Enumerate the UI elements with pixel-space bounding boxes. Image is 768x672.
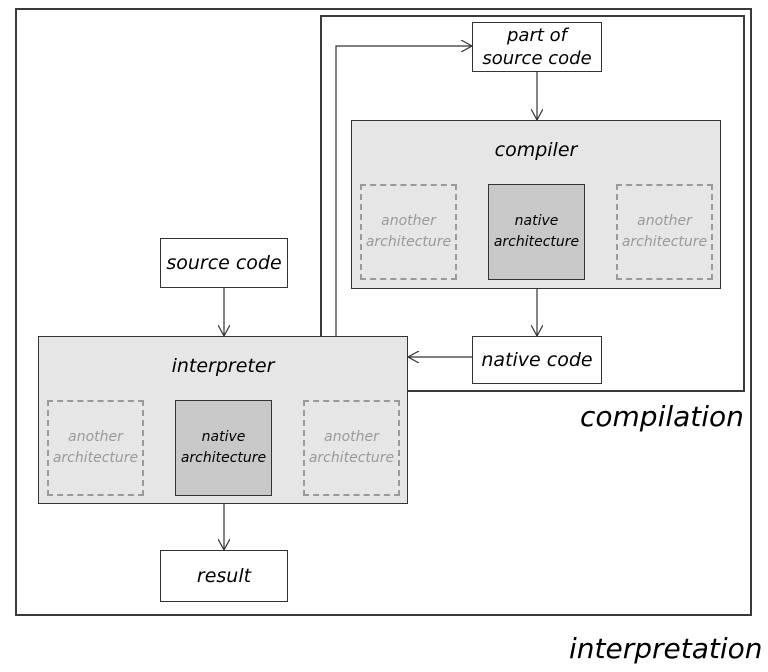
interpretation-caption: interpretation	[569, 632, 763, 665]
source-code-box: source code	[160, 238, 288, 288]
arch-line2: architecture	[180, 450, 267, 466]
compiler-title: compiler	[494, 139, 578, 161]
arch-line1: native	[201, 429, 246, 445]
arch-line2: architecture	[308, 450, 395, 466]
interpreter-title: interpreter	[171, 355, 275, 377]
compiler-arch-another-right: another architecture	[616, 184, 713, 280]
arch-line1: another	[381, 213, 436, 229]
compiler-arch-native: native architecture	[488, 184, 585, 280]
arch-line2: architecture	[621, 234, 708, 250]
interpreter-arch-another-right: another architecture	[303, 400, 400, 496]
native-code-label: native code	[481, 349, 593, 371]
arch-line2: architecture	[365, 234, 452, 250]
arch-line2: architecture	[52, 450, 139, 466]
native-code-box: native code	[472, 336, 602, 384]
interpreter-arch-another-left: another architecture	[47, 400, 144, 496]
result-label: result	[196, 565, 252, 587]
compiler-arch-another-left: another architecture	[360, 184, 457, 280]
interpretation-frame	[15, 8, 752, 616]
arrow-interpreter-to-part	[335, 46, 472, 336]
compilation-frame	[320, 15, 745, 392]
source-code-label: source code	[166, 252, 282, 274]
arch-line2: architecture	[493, 234, 580, 250]
interpreter-panel: interpreter another architecture native …	[38, 336, 408, 504]
part-of-source-code-box: part of source code	[472, 22, 602, 72]
part-of-label-line1: part of	[507, 25, 567, 46]
arch-line1: native	[514, 213, 559, 229]
arch-line1: another	[324, 429, 379, 445]
arch-line1: another	[637, 213, 692, 229]
part-of-label-line2: source code	[482, 48, 592, 69]
arch-line1: another	[68, 429, 123, 445]
compilation-caption: compilation	[580, 400, 744, 433]
interpreter-arch-native: native architecture	[175, 400, 272, 496]
compiler-panel: compiler another architecture native arc…	[351, 120, 721, 289]
result-box: result	[160, 550, 288, 602]
